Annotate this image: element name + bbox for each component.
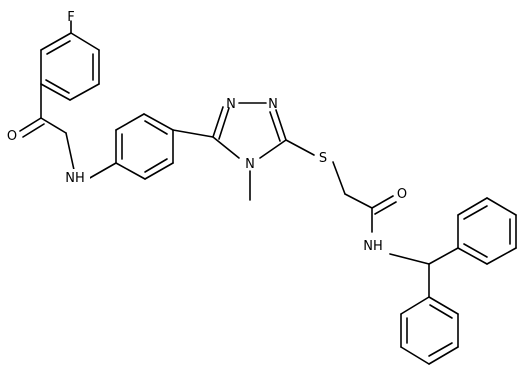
bond-carbonyl-o-left-1	[19, 117, 42, 132]
bond-ring-a-4-inner	[45, 79, 70, 94]
bond-ring-a-4	[40, 83, 71, 101]
bond-ring-c-6-inner	[463, 243, 488, 258]
atom-triazole-n4: N	[245, 157, 255, 172]
bond-carbonyl-o-left-2	[22, 123, 45, 138]
bond-ring-b-3	[143, 113, 174, 131]
bond-ring-d-3-inner	[428, 342, 453, 357]
bond-ring-c-2	[457, 197, 488, 216]
atom-triazole-n2: N	[226, 97, 236, 112]
bond-ring-d-3	[428, 346, 459, 365]
bond-ring-d-1	[428, 296, 459, 315]
atom-label-nh-right: NH	[363, 239, 383, 254]
bond-ring-b-triazole	[172, 129, 214, 138]
bond-ring-c-6	[457, 247, 488, 265]
bond-ring-c-5	[486, 247, 517, 265]
atom-label-n4: N	[245, 157, 255, 172]
bond-ring-b-6	[115, 162, 146, 180]
bond-ring-a-1	[70, 32, 100, 51]
bond-ring-d-6	[400, 296, 430, 315]
bond-triazole-c3-n2-2	[218, 107, 230, 140]
atom-label-f: F	[67, 10, 74, 25]
atom-label-o-left: O	[7, 129, 17, 144]
atom-carbonyl-oxygen-right: O	[397, 187, 407, 202]
bond-ring-a-6-inner	[46, 40, 71, 55]
bond-ring-a-6	[40, 32, 72, 51]
bond-ring-d-1-inner	[429, 304, 453, 319]
bond-ring-b-5-inner	[144, 158, 168, 173]
bond-ch-ring-c	[428, 247, 459, 265]
atom-label-n1: N	[268, 97, 278, 112]
bond-carbonyl-o-right-2	[374, 201, 397, 215]
bond-triazole-c3-n2-1	[212, 106, 224, 138]
atom-label-nh-left: NH	[65, 171, 85, 186]
bond-s-ch2	[332, 161, 346, 195]
bonds	[19, 20, 517, 365]
bond-carbonyl-nh-link	[65, 132, 75, 171]
bond-ring-b-5	[144, 162, 174, 180]
atom-carbonyl-oxygen-left: O	[7, 129, 17, 144]
atom-triazole-n1: N	[268, 97, 278, 112]
bond-ring-b-2	[115, 113, 145, 131]
bond-carbonyl-n-left	[40, 117, 67, 134]
atom-amide-nh-left: NH	[60, 169, 90, 186]
bond-ring-b-3-inner	[144, 120, 168, 135]
bond-n-benzhydryl	[389, 253, 430, 265]
bond-carbonyl-o-right-1	[371, 195, 394, 209]
bond-triazole-c5-n4	[259, 139, 287, 159]
atom-amide-nh-right: NH	[357, 237, 389, 254]
bond-ring-c-2-inner	[463, 205, 488, 220]
bond-ring-a-3	[69, 83, 100, 101]
bond-c5-s	[285, 139, 315, 156]
atom-fluorine: F	[67, 10, 74, 25]
bond-n-ring-b	[87, 162, 117, 180]
atom-sulfur: S	[319, 151, 327, 166]
bond-triazole-n1-c5-2	[269, 111, 281, 142]
bond-ring-c-3	[486, 197, 517, 216]
bond-ring-d-4	[400, 346, 430, 365]
bond-triazole-n4-c3	[212, 136, 240, 159]
atom-label-n2: N	[226, 97, 236, 112]
atom-label-s: S	[319, 151, 327, 166]
bond-triazole-n1-c5-1	[275, 109, 287, 141]
atom-label-o-right: O	[397, 187, 407, 202]
bond-ch2-carbonyl	[344, 193, 373, 209]
atom-labels: F O NH N N N S O NH	[7, 10, 407, 254]
